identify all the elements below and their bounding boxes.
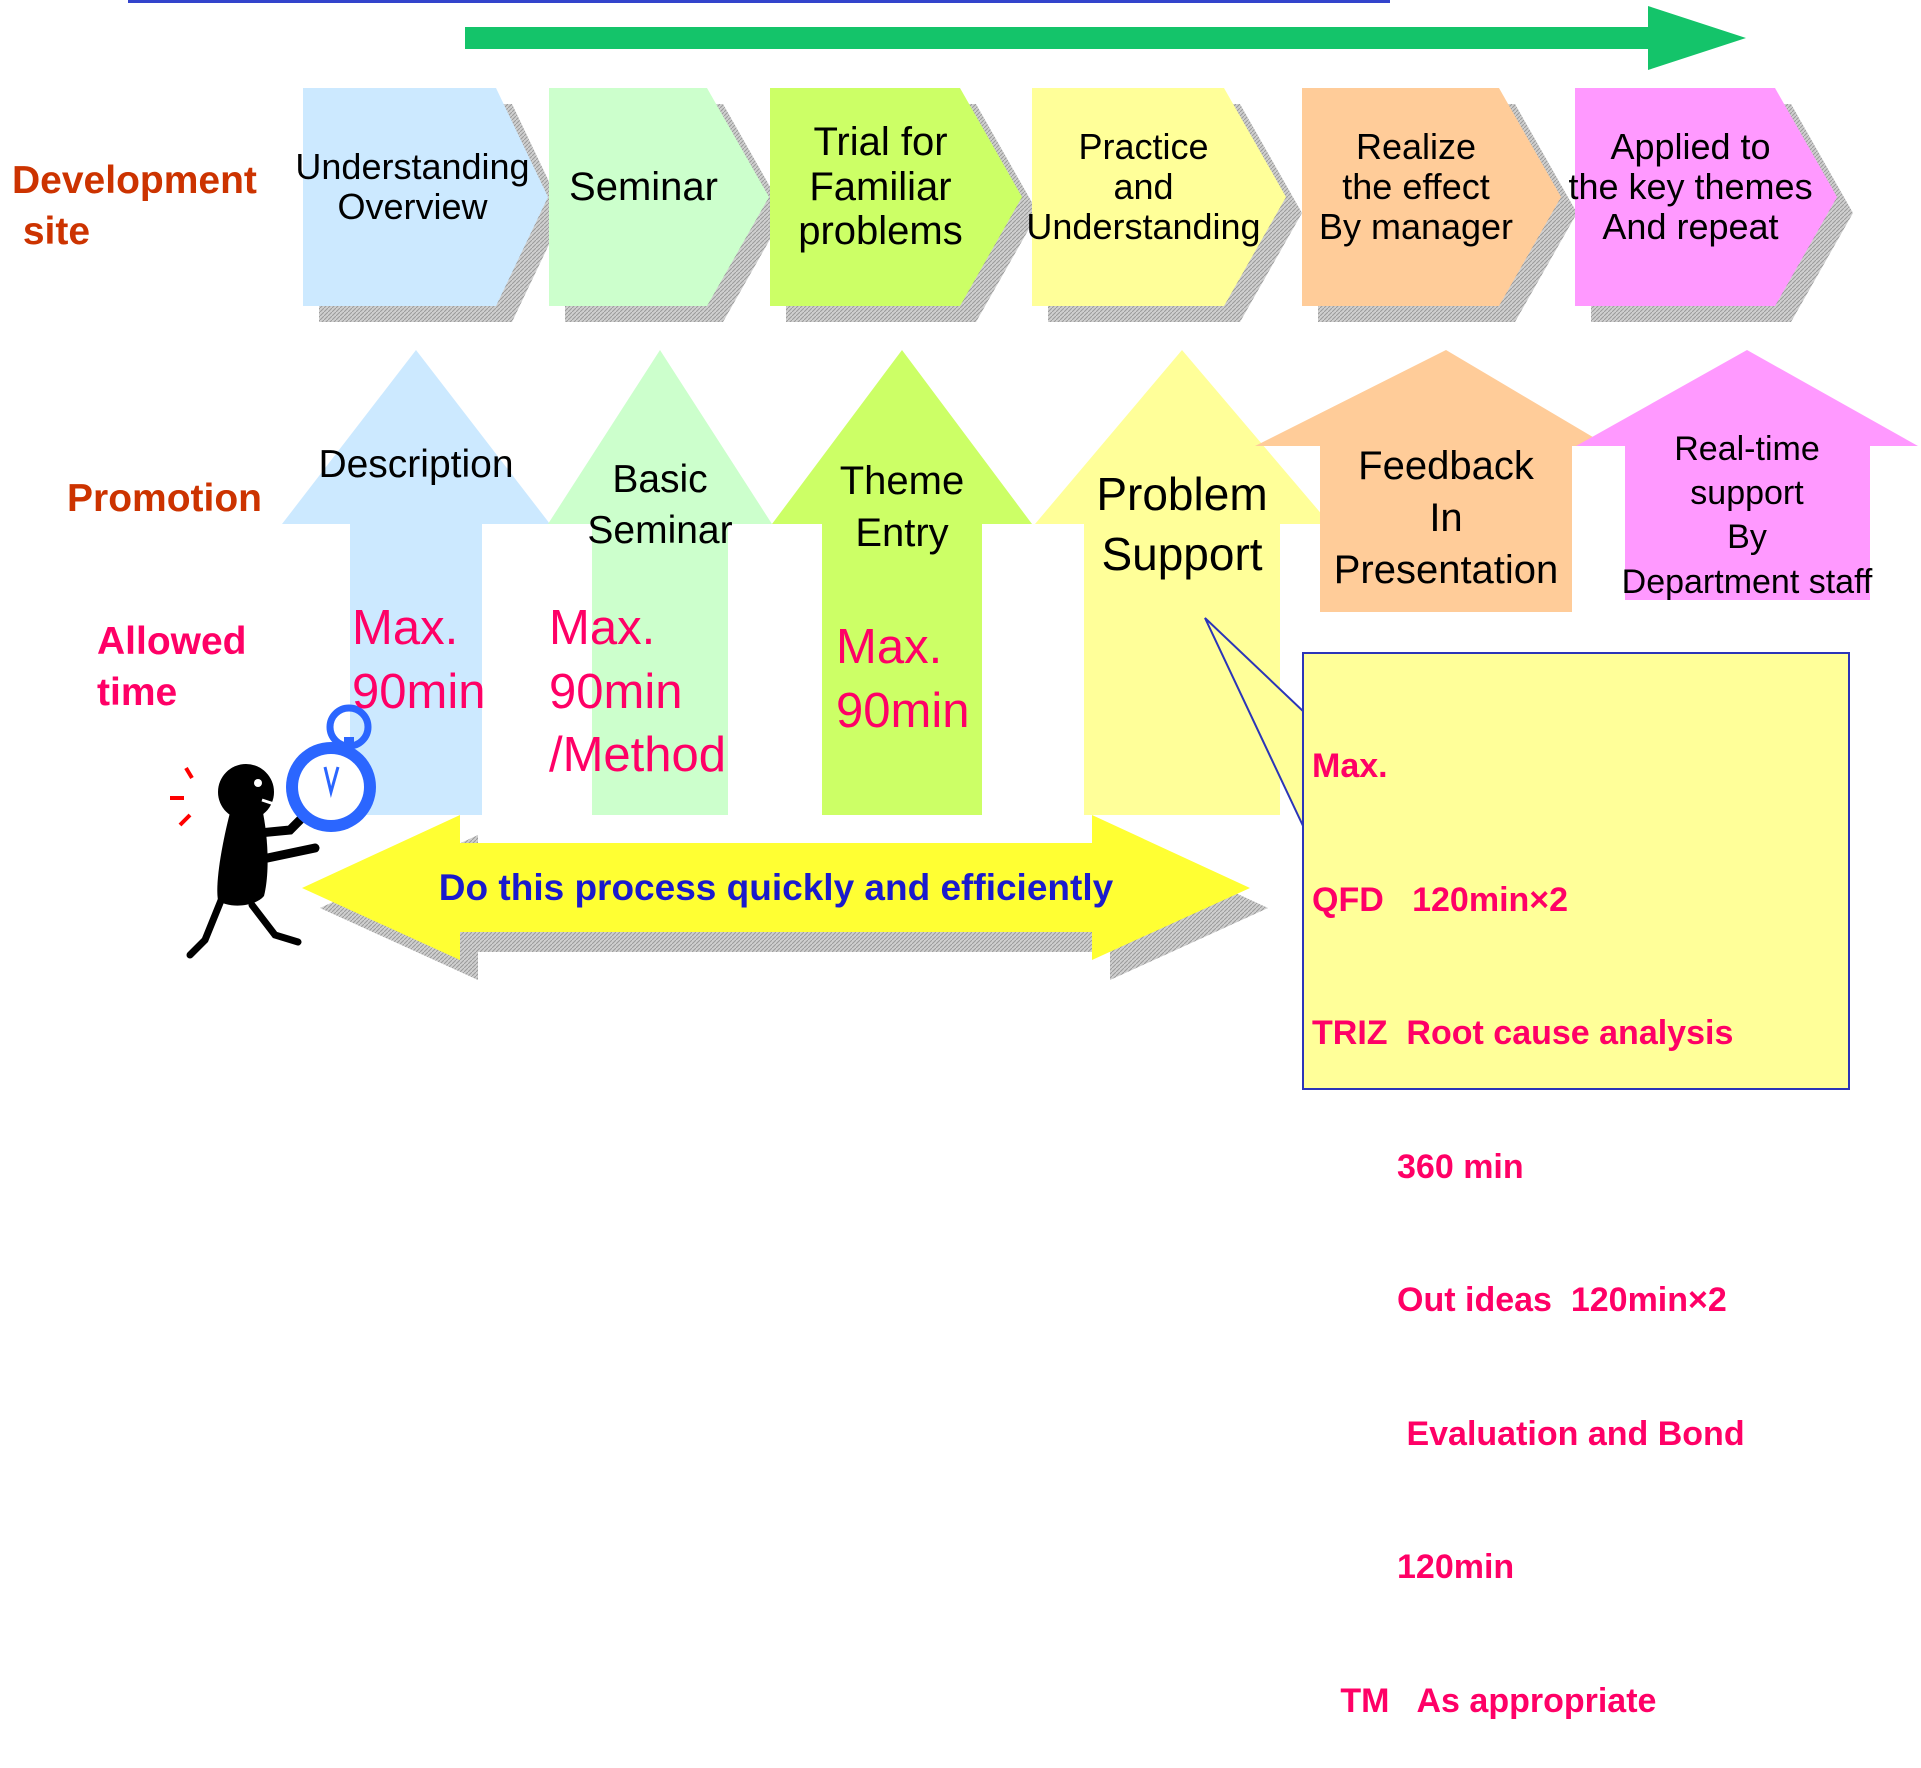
- row-label-development-line2: site: [12, 209, 91, 253]
- banner-arrow: [302, 815, 1250, 960]
- row-label-development: Development site: [12, 156, 257, 257]
- development-step-6: [1575, 88, 1837, 306]
- development-step-3: [770, 88, 1022, 306]
- allowed-time-3-line2: 90min: [836, 683, 970, 738]
- row-label-allowed-line1: Allowed: [97, 620, 247, 663]
- development-step-text: Understanding: [1026, 206, 1261, 248]
- promotion-text: Basic: [612, 458, 708, 501]
- allowed-time-2-line2: 90min: [549, 664, 683, 719]
- promotion-arrow-5: [1255, 350, 1608, 612]
- development-step-text: the key themes: [1568, 165, 1813, 207]
- development-step-1: [303, 88, 548, 306]
- development-step-label-2: Seminar: [529, 88, 758, 286]
- promotion-text: Description: [318, 443, 514, 486]
- development-step-4: [1032, 88, 1286, 306]
- callout-line-6: Evaluation and Bond: [1312, 1414, 1745, 1453]
- development-step-text: Practice: [1078, 125, 1209, 167]
- callout-line-3: TRIZ Root cause analysis: [1312, 1014, 1734, 1052]
- callout-text: Max. QFD 120min×2 TRIZ Root cause analys…: [1312, 655, 1745, 1768]
- callout-box: [1302, 652, 1850, 1090]
- development-step-text: problems: [798, 209, 963, 254]
- development-step-text: Trial for: [813, 119, 948, 164]
- callout-line-4: 360 min: [1312, 1147, 1524, 1186]
- promotion-text: Problem: [1096, 468, 1268, 520]
- row-label-allowed-line2: time: [97, 670, 178, 714]
- development-step-text: Applied to: [1610, 125, 1771, 167]
- row-label-development-line1: Development: [12, 159, 257, 202]
- allowed-time-2: Max. 90min /Method: [549, 597, 726, 788]
- development-step-text: Realize: [1355, 125, 1477, 167]
- promotion-text: Presentation: [1333, 548, 1559, 592]
- callout-line-8: TM As appropriate: [1312, 1681, 1657, 1720]
- banner-text: Do this process quickly and efficiently: [438, 867, 1114, 908]
- promotion-arrow-6: [1576, 350, 1918, 600]
- promotion-text: Department staff: [1621, 562, 1873, 601]
- allowed-time-2-line1: Max.: [549, 601, 656, 655]
- development-step-text: Understanding: [295, 145, 530, 187]
- promotion-arrow-1: [282, 350, 550, 815]
- row-label-promotion-text: Promotion: [67, 477, 262, 520]
- allowed-time-3: Max. 90min: [836, 616, 969, 743]
- allowed-time-1-line2: 90min: [352, 664, 486, 719]
- development-step-5: [1302, 88, 1561, 306]
- allowed-time-1: Max. 90min: [352, 597, 485, 724]
- callout-line-1: Max.: [1312, 747, 1388, 785]
- promotion-text: Entry: [855, 511, 949, 555]
- promotion-arrow-3: [772, 350, 1032, 815]
- development-step-text: Familiar: [809, 164, 952, 209]
- development-step-text: By manager: [1318, 206, 1514, 248]
- promotion-text: In: [1429, 496, 1463, 540]
- promotion-label-1: Description: [236, 440, 596, 491]
- development-step-2: [549, 88, 769, 306]
- promotion-text: Real-time: [1674, 430, 1820, 468]
- promotion-text: By: [1727, 518, 1767, 557]
- development-step-text: Overview: [337, 186, 488, 227]
- promotion-text: Feedback: [1358, 444, 1534, 488]
- diagram-canvas: [128, 0, 1918, 980]
- callout-line-5: Out ideas 120min×2: [1312, 1281, 1727, 1319]
- promotion-text: Support: [1101, 527, 1263, 580]
- promotion-text: support: [1690, 474, 1804, 513]
- row-label-promotion: Promotion: [67, 474, 262, 525]
- promotion-arrow-2: [548, 350, 772, 815]
- development-step-text: the effect: [1342, 165, 1490, 207]
- callout-line-7: 120min: [1312, 1548, 1515, 1586]
- allowed-time-3-line1: Max.: [836, 620, 943, 674]
- development-step-text: And repeat: [1602, 206, 1779, 248]
- allowed-time-2-line3: /Method: [549, 728, 727, 783]
- promotion-text: Theme: [839, 459, 965, 503]
- development-step-text: and: [1113, 165, 1174, 207]
- development-step-text: Seminar: [569, 164, 718, 209]
- allowed-time-1-line1: Max.: [352, 601, 459, 655]
- callout-line-2: QFD 120min×2: [1312, 880, 1569, 919]
- timeline-arrow: [465, 6, 1746, 70]
- promotion-text: Seminar: [587, 508, 733, 552]
- person-with-stopwatch-icon: [170, 704, 376, 959]
- row-label-allowed-time: Allowed time: [97, 617, 247, 718]
